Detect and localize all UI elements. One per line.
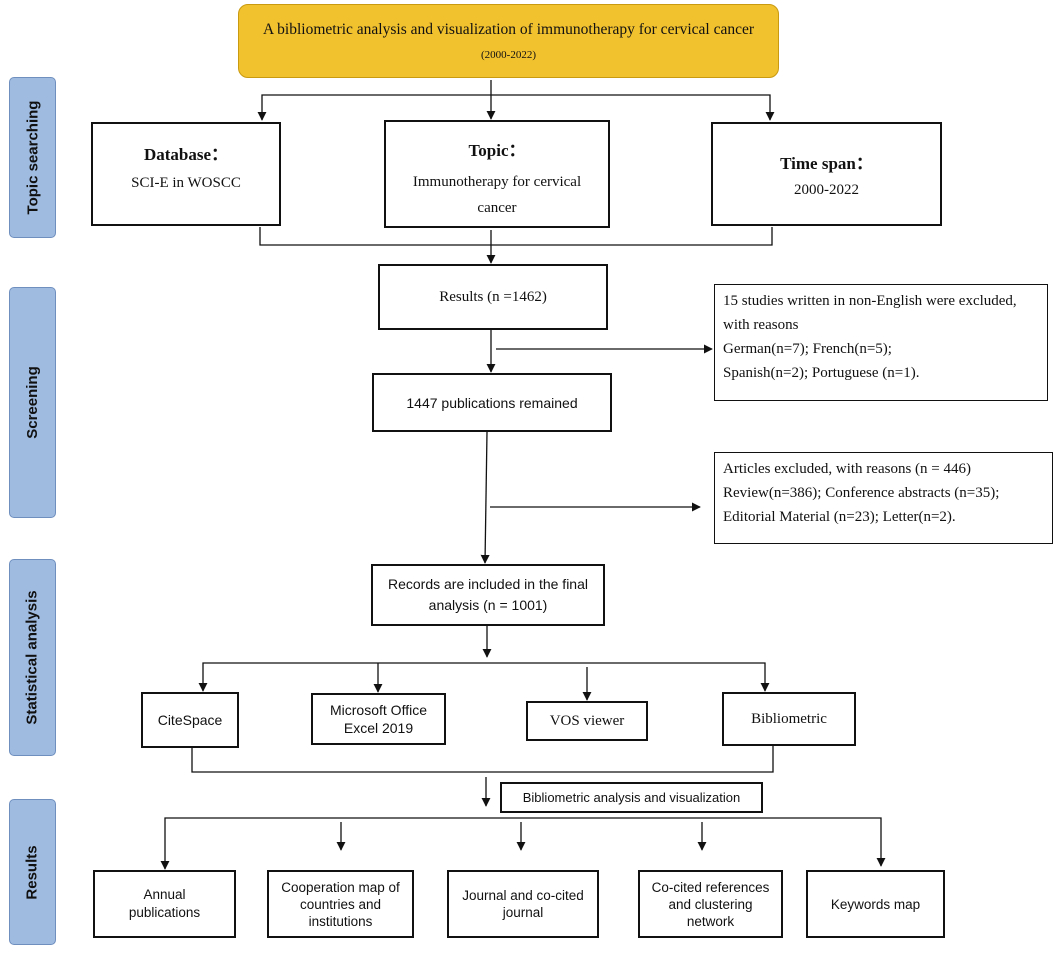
split-bracket-tools: [198, 662, 770, 692]
bibliometric-label: Bibliometric: [751, 710, 827, 727]
section-statistical-analysis: Statistical analysis: [9, 559, 56, 756]
topic-value: Immunotherapy for cervical cancer: [412, 174, 582, 216]
exclusion-language-line1: 15 studies written in non-English were e…: [723, 293, 1017, 309]
vos-viewer-label: VOS viewer: [549, 712, 625, 729]
arrow-remaining-final: [480, 431, 490, 564]
remaining-box: 1447 publications remained: [372, 373, 612, 432]
database-label: Database：: [143, 145, 229, 164]
time-span-value: 2000-2022: [794, 182, 859, 198]
final-records-text: Records are included in the final analys…: [387, 576, 588, 613]
analysis-box: Bibliometric analysis and visualization: [500, 782, 763, 813]
bibliometric-box: Bibliometric: [722, 692, 856, 746]
annual-publications-box: Annual publications: [93, 870, 236, 938]
exclusion-type-line1: Articles excluded, with reasons (n = 446…: [723, 461, 971, 477]
journal-box: Journal and co-cited journal: [447, 870, 599, 938]
citespace-box: CiteSpace: [141, 692, 239, 748]
results-box: Results (n =1462): [378, 264, 608, 330]
split-bracket-outputs: [160, 817, 886, 870]
journal-label: Journal and co-cited journal: [462, 888, 584, 920]
exclusion-type-line3: Editorial Material (n=23); Letter(n=2).: [723, 509, 956, 525]
title-box: A bibliometric analysis and visualizatio…: [238, 4, 779, 78]
merge-bracket-tools: [191, 746, 774, 773]
exclusion-type-box: Articles excluded, with reasons (n = 446…: [714, 452, 1053, 544]
exclusion-type-line2: Review(n=386); Conference abstracts (n=3…: [723, 485, 1000, 501]
final-records-box: Records are included in the final analys…: [371, 564, 605, 626]
exclusion-language-line2: with reasons: [723, 317, 799, 333]
time-span-box: Time span： 2000-2022: [711, 122, 942, 226]
excel-box: Microsoft Office Excel 2019: [311, 693, 446, 745]
section-results: Results: [9, 799, 56, 945]
exclusion-language-box: 15 studies written in non-English were e…: [714, 284, 1048, 401]
vos-viewer-box: VOS viewer: [526, 701, 648, 741]
time-span-label: Time span：: [780, 154, 873, 173]
citespace-label: CiteSpace: [157, 712, 223, 728]
cooperation-map-box: Cooperation map of countries and institu…: [267, 870, 414, 938]
title-main: A bibliometric analysis and visualizatio…: [262, 21, 755, 38]
exclusion-language-line4: Spanish(n=2); Portuguese (n=1).: [723, 365, 920, 381]
topic-label: Topic：: [468, 141, 526, 160]
cocited-references-box: Co-cited references and clustering netwo…: [638, 870, 783, 938]
section-topic-searching: Topic searching: [9, 77, 56, 238]
keywords-map-box: Keywords map: [806, 870, 945, 938]
annual-publications-label: Annual publications: [128, 887, 201, 920]
exclusion-language-line3: German(n=7); French(n=5);: [723, 341, 892, 357]
results-count: Results (n =1462): [439, 288, 547, 305]
cooperation-map-label: Cooperation map of countries and institu…: [281, 879, 400, 929]
title-years: (2000-2022): [481, 49, 536, 61]
excel-label: Microsoft Office Excel 2019: [330, 702, 427, 736]
merge-bracket-search: [259, 227, 773, 246]
section-screening: Screening: [9, 287, 56, 518]
analysis-label: Bibliometric analysis and visualization: [522, 790, 741, 805]
cocited-references-label: Co-cited references and clustering netwo…: [651, 879, 770, 929]
database-value: SCI-E in WOSCC: [131, 175, 241, 191]
keywords-map-label: Keywords map: [830, 896, 921, 912]
database-box: Database： SCI-E in WOSCC: [91, 122, 281, 226]
remaining-count: 1447 publications remained: [406, 394, 578, 411]
topic-box: Topic： Immunotherapy for cervical cancer: [384, 120, 610, 228]
split-bracket-top: [257, 94, 775, 121]
